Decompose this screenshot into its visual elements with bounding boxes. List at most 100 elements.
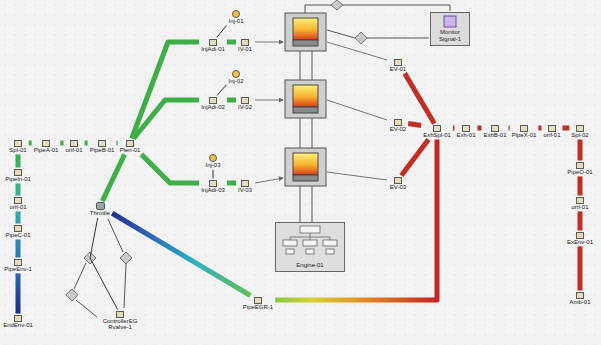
flow-pipe [538,126,541,131]
monitor-icon [430,12,470,46]
component-icon [241,97,249,104]
engine-block [326,249,334,254]
component-icon [232,70,240,78]
flow-pipe [509,126,510,131]
orifice-component: orif-01 [64,140,83,154]
component-label: orif-01 [542,132,561,139]
component-label: ExhSpl-01 [422,132,452,139]
egr-pipe: PipeEGR-1 [242,297,274,311]
component-label: EV-02 [389,126,407,133]
pipe-component: Exh-01 [455,125,476,139]
flow-pipe [112,213,250,295]
component-icon [96,202,105,210]
component-label: PipeEnv-1 [3,266,33,273]
pipe-component: PipeB-01 [89,140,116,154]
component-label: IV-02 [237,104,253,111]
flow-pipe [15,239,20,257]
component-label: IV-03 [237,187,253,194]
exhaust-valve: EV-01 [389,59,407,73]
component-icon [394,119,402,126]
component-label: InjAdi-01 [200,46,226,53]
flow-pipe [60,141,63,146]
component-icon [14,315,22,322]
cylinder-2 [285,80,326,118]
split-component: Spl-02 [570,125,589,139]
cylinder-housing [285,148,326,186]
cylinder-symbol [293,85,318,107]
flow-pipe [577,139,582,160]
pipe-component: PipeEnv-1 [3,259,33,273]
pipe-component: PipeC-01 [4,225,31,239]
ambient-outlet: Amb-01 [568,292,591,306]
cylinder-symbol [293,18,318,40]
component-label: Exh-01 [455,132,476,139]
component-icon [209,97,217,104]
monitor-symbol [444,16,456,27]
component-icon [241,39,249,46]
component-icon [209,154,217,162]
monitor-link [327,30,429,38]
monitor-box: Monitor Signal-1 [430,12,470,46]
component-label: InjAdi-03 [200,187,226,194]
component-label: orif-01 [8,204,27,211]
orifice-component: orif-01 [570,197,589,211]
component-icon [241,180,249,187]
flow-pipe [408,124,421,126]
component-icon [14,197,22,204]
signal-wire [217,85,227,96]
component-icon [576,292,584,299]
orifice-component: orif-01 [542,125,561,139]
engine-tree [290,233,330,240]
component-label: IV-01 [237,46,253,53]
flow-pipe [453,126,455,131]
flow-pipe [227,98,236,103]
component-icon [14,225,22,232]
inlet-environment: EndEnv-01 [2,315,34,329]
component-icon [98,140,106,147]
sensor-diamond [331,0,343,10]
component-label: ExEnv-01 [566,239,594,246]
signal-wire [217,26,227,38]
flow-pipe [134,100,199,139]
component-icon [576,197,584,204]
component-label: InjAdi-02 [200,104,226,111]
control-link [74,263,97,317]
engine-block [323,240,337,246]
engine-block [306,249,314,254]
exhaust-valve: EV-02 [389,119,407,133]
flow-pipe [116,141,117,146]
component-label: PipeX-01 [511,132,538,139]
component-icon [209,180,217,187]
component-icon [433,125,441,132]
pipe-component: PipeX-01 [511,125,538,139]
flow-pipe [85,141,88,146]
component-icon [491,125,499,132]
component-label: orif-01 [570,204,589,211]
component-label: PipeC-01 [4,232,31,239]
component-label: PipeO-01 [566,169,593,176]
valve-link [255,178,283,183]
component-icon [209,39,217,46]
flow-pipe [577,176,582,195]
flow-pipe [227,40,236,45]
engine-box: Engine-01 [275,222,345,272]
cylinder-housing [285,80,326,118]
component-icon [576,162,584,169]
piston-symbol [293,175,318,181]
pipe-component: PipeA-01 [33,140,60,154]
engine-block [283,240,297,246]
signal-wire [212,170,213,179]
component-icon [70,140,78,147]
control-link [108,219,126,308]
sensor-diamond [355,32,367,44]
component-label: Inj-02 [227,78,244,85]
cylinder-symbol [293,153,318,175]
engine-icon [275,222,345,272]
component-label: EndEnv-01 [2,322,34,329]
piston-symbol [293,107,318,113]
component-icon [116,311,124,318]
flow-pipe [102,154,124,201]
cylinder-housing [285,13,326,51]
